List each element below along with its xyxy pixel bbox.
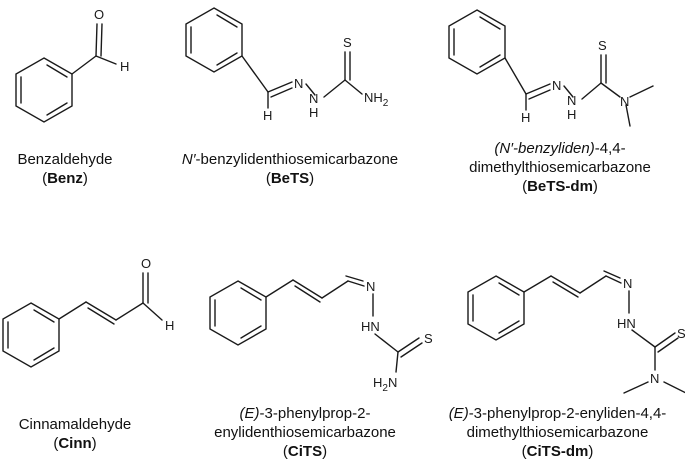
caption-BeTS: N′-benzylidenthiosemicarbazone (BeTS) [181,151,399,187]
atom-NH-BeTS-H: H [309,105,318,120]
atom-H-BeTS-dm: H [521,110,530,125]
name-cinn: Cinnamaldehyde [18,416,132,433]
atom-N2-BeTS-dm: N [620,94,629,109]
atom-N1-CiTS-dm: N [623,276,632,291]
atom-H-BeTS: H [263,108,272,123]
name-rest-CiTS: -3-phenylprop-2- [259,405,371,422]
name-benz: Benzaldehyde [17,151,113,168]
atom-N2-CiTS-dm: N [650,371,659,386]
name-rest-BeTS-dm: -4,4- [594,140,626,157]
atom-S-BeTS-dm: S [598,38,607,53]
structure-CiTS: N HN S H2N [209,275,433,394]
atom-NH-BeTS-dm-N: N [567,93,576,108]
atom-N1-BeTS-dm: N [552,78,561,93]
atom-H2N-CiTS: H2N [373,375,397,394]
caption-cinn: Cinnamaldehyde (Cinn) [0,415,150,453]
structure-BeTS: H N N H S NH2 [185,7,389,123]
atom-NH-BeTS-N: N [309,91,318,106]
abbr-BeTS-dm: BeTS-dm [527,178,593,195]
atom-H-benz: H [120,59,129,74]
atom-S-CiTS-dm: S [677,326,685,341]
abbr-CiTS: CiTS [287,443,323,460]
structure-cinnamaldehyde: O H [2,256,174,368]
name-prefix-BeTS: N′ [181,151,196,168]
atom-HN-CiTS: HN [361,319,380,334]
abbr-cinn: Cinn [58,435,92,452]
name-prefix-CiTS: (E) [239,405,260,422]
atom-HN-CiTS-dm: HN [617,316,636,331]
structure-CiTS-dm: N HN S N [467,270,685,394]
name-rest-BeTS: -benzylidenthiosemicarbazone [195,151,399,168]
atom-NH-BeTS-dm-H: H [567,107,576,122]
atom-S-BeTS: S [343,35,352,50]
abbr-benz: Benz [47,170,83,187]
caption-BeTS-dm: (N′-benzyliden)-4,4- dimethylthiosemicar… [440,139,680,196]
caption-benz: Benzaldehyde (Benz) [0,150,130,188]
structure-BeTS-dm: H N N H S N [448,9,654,127]
atom-H-cinn: H [165,318,174,333]
name-prefix-BeTS-dm: (N′-benzyliden) [494,140,595,157]
abbr-BeTS: BeTS [270,170,310,187]
atom-O-cinn: O [141,256,151,271]
name-prefix-CiTS-dm: (E) [448,405,469,422]
atom-N1-CiTS: N [366,279,375,294]
atom-S-CiTS: S [424,331,433,346]
atom-N1-BeTS: N [294,76,303,91]
caption-CiTS-dm: (E)-3-phenylprop-2-enyliden-4,4- dimethy… [430,404,685,461]
name-rest-CiTS-dm: -3-phenylprop-2-enyliden-4,4- [468,405,667,422]
atom-O-benz: O [94,7,104,22]
structure-benzaldehyde: O H [15,7,129,123]
name-line2-BeTS-dm: dimethylthiosemicarbazone [469,159,651,176]
atom-NH2-BeTS: NH2 [364,90,389,109]
name-line2-CiTS-dm: dimethylthiosemicarbazone [466,424,649,441]
abbr-CiTS-dm: CiTS-dm [526,443,589,460]
name-line2-CiTS: enylidenthiosemicarbazone [214,424,396,441]
caption-CiTS: (E)-3-phenylprop-2- enylidenthiosemicarb… [185,404,425,461]
